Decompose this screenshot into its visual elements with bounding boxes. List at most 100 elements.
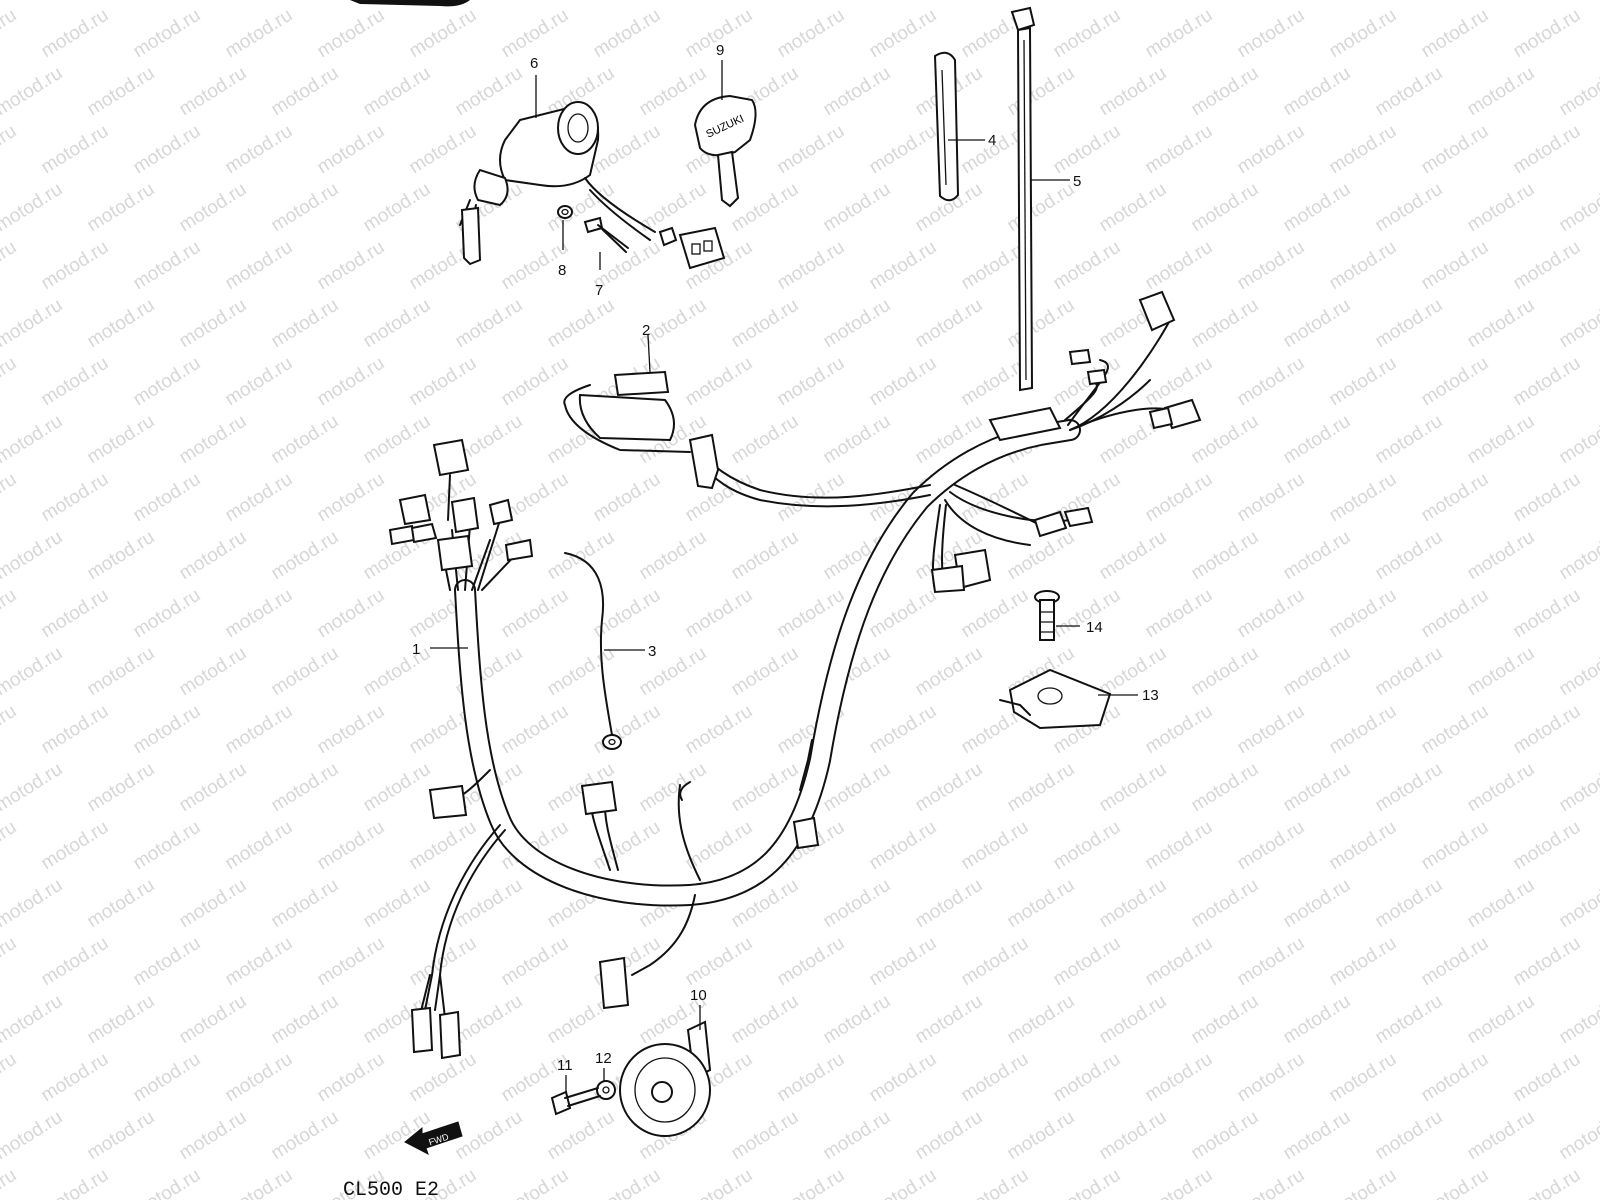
watermark-text: motod.ru	[958, 585, 1033, 643]
watermark-text: motod.ru	[498, 1165, 573, 1200]
watermark-text: motod.ru	[544, 295, 619, 353]
watermark-text: motod.ru	[1234, 933, 1309, 991]
watermark-text: motod.ru	[452, 63, 527, 121]
callout-4: 4	[988, 132, 996, 149]
watermark-text: motod.ru	[774, 585, 849, 643]
watermark-text: motod.ru	[38, 1165, 113, 1200]
watermark-text: motod.ru	[820, 411, 895, 469]
watermark-text: motod.ru	[84, 759, 159, 817]
watermark-text: motod.ru	[1096, 991, 1171, 1049]
watermark-text: motod.ru	[1418, 469, 1493, 527]
watermark-text: motod.ru	[314, 469, 389, 527]
watermark-text: motod.ru	[1188, 527, 1263, 585]
callout-12: 12	[595, 1050, 612, 1067]
watermark-text: motod.ru	[452, 295, 527, 353]
watermark-text: motod.ru	[222, 5, 297, 63]
band-4	[933, 51, 960, 202]
watermark-text: motod.ru	[360, 295, 435, 353]
watermark-text: motod.ru	[912, 875, 987, 933]
watermark-text: motod.ru	[38, 1049, 113, 1107]
watermark-text: motod.ru	[1280, 411, 1355, 469]
watermark-text: motod.ru	[130, 237, 205, 295]
watermark-text: motod.ru	[1004, 295, 1079, 353]
watermark-text: motod.ru	[0, 527, 66, 585]
watermark-text: motod.ru	[958, 933, 1033, 991]
watermark-text: motod.ru	[222, 121, 297, 179]
watermark-text: motod.ru	[1096, 63, 1171, 121]
watermark-text: motod.ru	[1510, 1165, 1585, 1200]
callout-8: 8	[558, 262, 566, 279]
callout-10: 10	[690, 987, 707, 1004]
watermark-text: motod.ru	[590, 5, 665, 63]
watermark-text: motod.ru	[1050, 1049, 1125, 1107]
watermark-text: motod.ru	[636, 759, 711, 817]
watermark-text: motod.ru	[1464, 295, 1539, 353]
watermark-text: motod.ru	[544, 527, 619, 585]
watermark-text: motod.ru	[1556, 411, 1600, 469]
watermark-text: motod.ru	[498, 701, 573, 759]
watermark-text: motod.ru	[84, 643, 159, 701]
watermark-text: motod.ru	[0, 353, 20, 411]
watermark-text: motod.ru	[176, 295, 251, 353]
watermark-text: motod.ru	[38, 121, 113, 179]
watermark-text: motod.ru	[38, 5, 113, 63]
watermark-text: motod.ru	[0, 585, 20, 643]
watermark-text: motod.ru	[84, 0, 159, 4]
watermark-text: motod.ru	[406, 933, 481, 991]
watermark-text: motod.ru	[1510, 5, 1585, 63]
leader-lines	[430, 60, 1138, 1092]
watermark-text: motod.ru	[1464, 759, 1539, 817]
watermark-text: motod.ru	[866, 1165, 941, 1200]
watermark-text: motod.ru	[1050, 817, 1125, 875]
watermark-text: motod.ru	[222, 701, 297, 759]
watermark-text: motod.ru	[0, 1049, 20, 1107]
watermark-text: motod.ru	[268, 179, 343, 237]
watermark-text: motod.ru	[820, 1107, 895, 1165]
watermark-text: motod.ru	[820, 875, 895, 933]
watermark-text: motod.ru	[0, 759, 66, 817]
watermark-text: motod.ru	[452, 875, 527, 933]
watermark-text: motod.ru	[268, 411, 343, 469]
watermark-text: motod.ru	[1142, 585, 1217, 643]
watermark-text: motod.ru	[130, 1165, 205, 1200]
callout-6: 6	[530, 55, 538, 72]
watermark-text: motod.ru	[84, 295, 159, 353]
watermark-text: motod.ru	[314, 121, 389, 179]
watermark-text: motod.ru	[1096, 179, 1171, 237]
ignition-switch	[459, 101, 726, 270]
watermark-text: motod.ru	[682, 353, 757, 411]
watermark-text: motod.ru	[130, 933, 205, 991]
watermark-text: motod.ru	[360, 411, 435, 469]
watermark-text: motod.ru	[820, 179, 895, 237]
watermark-text: motod.ru	[1418, 5, 1493, 63]
watermark-text: motod.ru	[544, 643, 619, 701]
watermark-text: motod.ru	[1326, 353, 1401, 411]
watermark-text: motod.ru	[1418, 585, 1493, 643]
watermark-text: motod.ru	[1096, 875, 1171, 933]
watermark-text: motod.ru	[314, 1049, 389, 1107]
watermark-text: motod.ru	[1556, 759, 1600, 817]
watermark-text: motod.ru	[1142, 817, 1217, 875]
watermark-text: motod.ru	[498, 353, 573, 411]
watermark-text: motod.ru	[268, 643, 343, 701]
watermark-text: motod.ru	[130, 701, 205, 759]
watermark-text: motod.ru	[912, 295, 987, 353]
watermark-text: motod.ru	[958, 1165, 1033, 1200]
watermark-text: motod.ru	[222, 353, 297, 411]
watermark-text: motod.ru	[820, 63, 895, 121]
watermark-text: motod.ru	[1510, 933, 1585, 991]
watermark-text: motod.ru	[544, 0, 619, 4]
watermark-text: motod.ru	[0, 63, 66, 121]
watermark-text: motod.ru	[1510, 469, 1585, 527]
watermark-text: motod.ru	[1464, 643, 1539, 701]
watermark-text: motod.ru	[544, 1107, 619, 1165]
watermark-text: motod.ru	[360, 179, 435, 237]
watermark-text: motod.ru	[1188, 0, 1263, 4]
watermark-text: motod.ru	[728, 991, 803, 1049]
wiring-harness-1	[388, 290, 1202, 1060]
watermark-text: motod.ru	[1096, 643, 1171, 701]
watermark-text: motod.ru	[314, 701, 389, 759]
watermark-text: motod.ru	[866, 701, 941, 759]
watermark-text: motod.ru	[1234, 469, 1309, 527]
watermark-text: motod.ru	[1418, 701, 1493, 759]
